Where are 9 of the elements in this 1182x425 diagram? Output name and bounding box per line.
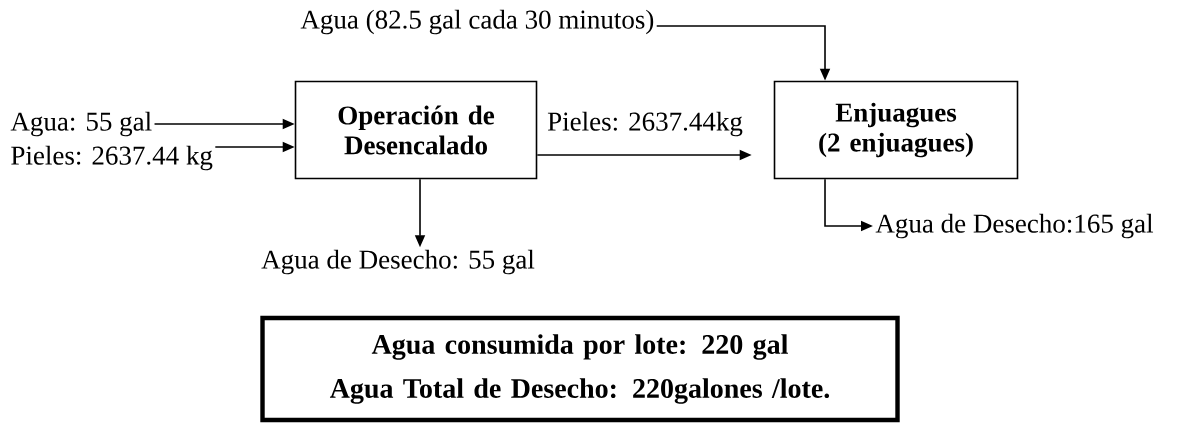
edge-label: Pieles: 2637.44kg	[545, 109, 745, 139]
flow-label: Agua: 55 gal	[10, 111, 152, 137]
process-box: Enjuagues (2 enjuagues)	[773, 80, 1019, 180]
flow-label: Agua de Desecho:165 gal	[875, 213, 1154, 239]
flow-label: Agua (82.5 gal cada 30 minutos)	[300, 9, 654, 35]
flow-label: Agua de Desecho: 55 gal	[261, 249, 535, 275]
process-box: Operación de Desencalado	[294, 80, 538, 180]
process-box: Agua consumida por lote: 220 gal Agua Total de Desecho: 220galones /lote.	[260, 315, 900, 423]
flow-label: Pieles: 2637.44 kg	[11, 145, 213, 171]
